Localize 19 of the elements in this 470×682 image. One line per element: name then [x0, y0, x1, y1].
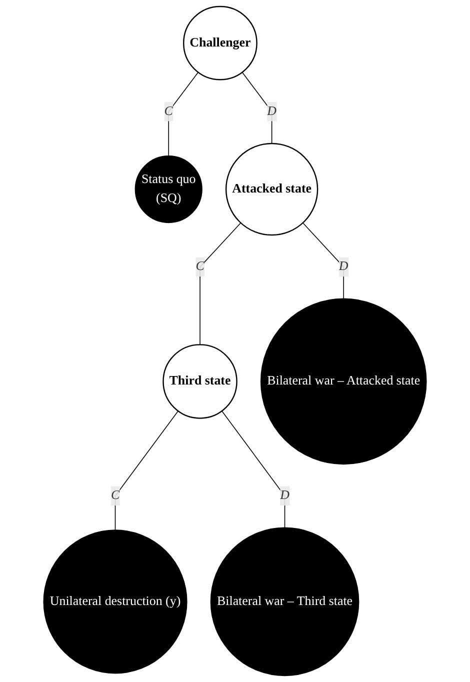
node-circle [162, 344, 238, 419]
edge-label: C [196, 260, 204, 274]
node-circle [134, 155, 202, 224]
node-circle [183, 6, 258, 80]
edge-label: D [338, 260, 348, 274]
connector [302, 222, 344, 300]
connector [242, 72, 272, 144]
connector [222, 410, 286, 528]
node-circle [210, 527, 360, 676]
node-circle [260, 298, 427, 465]
connector [200, 222, 242, 346]
edge-label: C [110, 488, 120, 502]
edge-label: D [267, 104, 276, 118]
node-circle [43, 530, 188, 674]
connector [114, 410, 179, 531]
connector [168, 72, 199, 156]
edge-label: D [280, 488, 290, 502]
edge-label: C [164, 104, 173, 118]
node-circle [225, 142, 318, 236]
